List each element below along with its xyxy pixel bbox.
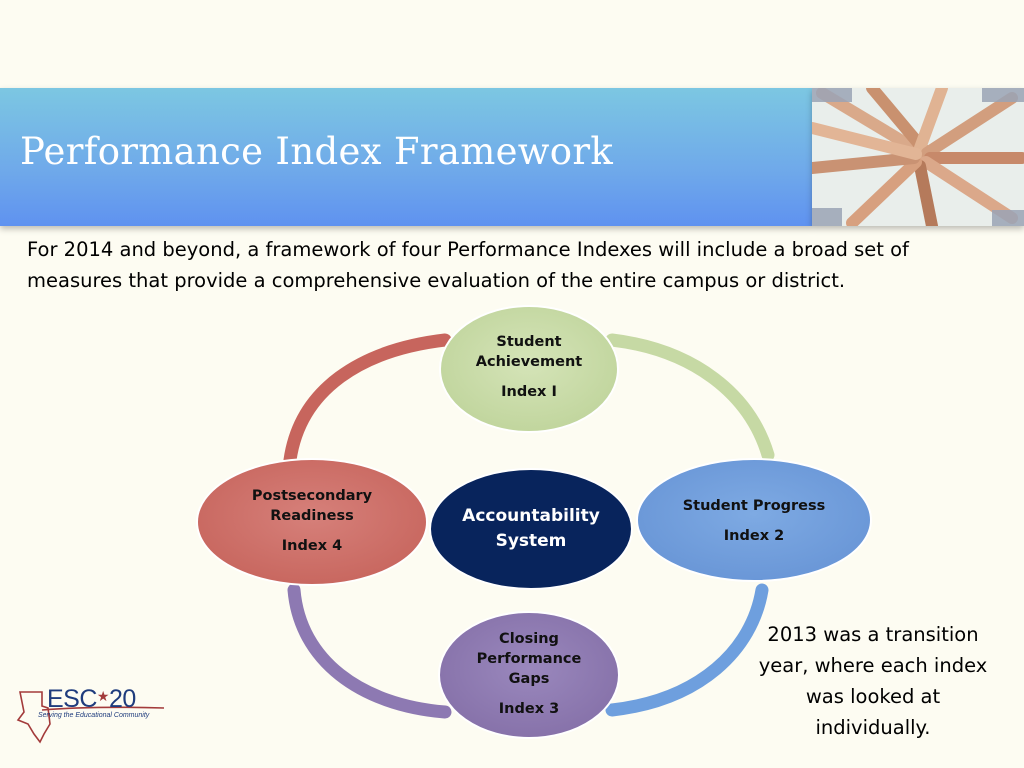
esc20-logo [16,691,165,744]
star-icon: ★ [96,688,110,704]
achievement-line2: Achievement [475,354,583,370]
label-student-achievement: Student Achievement Index I [444,332,614,402]
label-closing-gaps: Closing Performance Gaps Index 3 [444,629,614,719]
achievement-line1: Student [496,334,562,350]
texas-outline-icon [16,691,51,744]
logo-swoosh [41,706,165,711]
postsecondary-index: Index 4 [281,538,343,554]
arc-red [283,333,452,467]
title-banner [0,88,812,226]
node-student-progress [636,458,872,582]
node-postsecondary [196,458,428,586]
label-student-progress: Student Progress Index 2 [654,496,854,546]
transition-note: 2013 was a transition year, where each i… [758,623,988,739]
gaps-index: Index 3 [498,701,560,717]
postsecondary-line2: Readiness [270,508,354,524]
arc-green [605,333,775,462]
node-closing-gaps [438,611,620,739]
progress-index: Index 2 [723,528,785,544]
logo-name: ESC [47,685,97,713]
arc-purple [287,583,452,719]
postsecondary-line1: Postsecondary [251,488,373,504]
team-hands-photo [812,88,1024,226]
gaps-line2: Performance [476,651,582,667]
accountability-line2: System [495,531,567,551]
progress-line1: Student Progress [682,498,826,514]
node-student-achievement [439,305,619,433]
achievement-index: Index I [501,384,557,400]
slide-title: Performance Index Framework [20,130,614,173]
logo-wordmark: ESC★20 [47,685,136,714]
gaps-line3: Gaps [508,671,550,687]
intro-paragraph: For 2014 and beyond, a framework of four… [27,238,909,292]
node-accountability [429,468,633,590]
logo-number: 20 [108,685,136,713]
gaps-line1: Closing [499,631,559,647]
accountability-line1: Accountability [462,506,600,526]
label-postsecondary: Postsecondary Readiness Index 4 [222,486,402,556]
label-accountability: Accountability System [432,504,630,554]
arc-blue [605,583,769,717]
logo-tagline: Serving the Educational Community [38,712,150,719]
